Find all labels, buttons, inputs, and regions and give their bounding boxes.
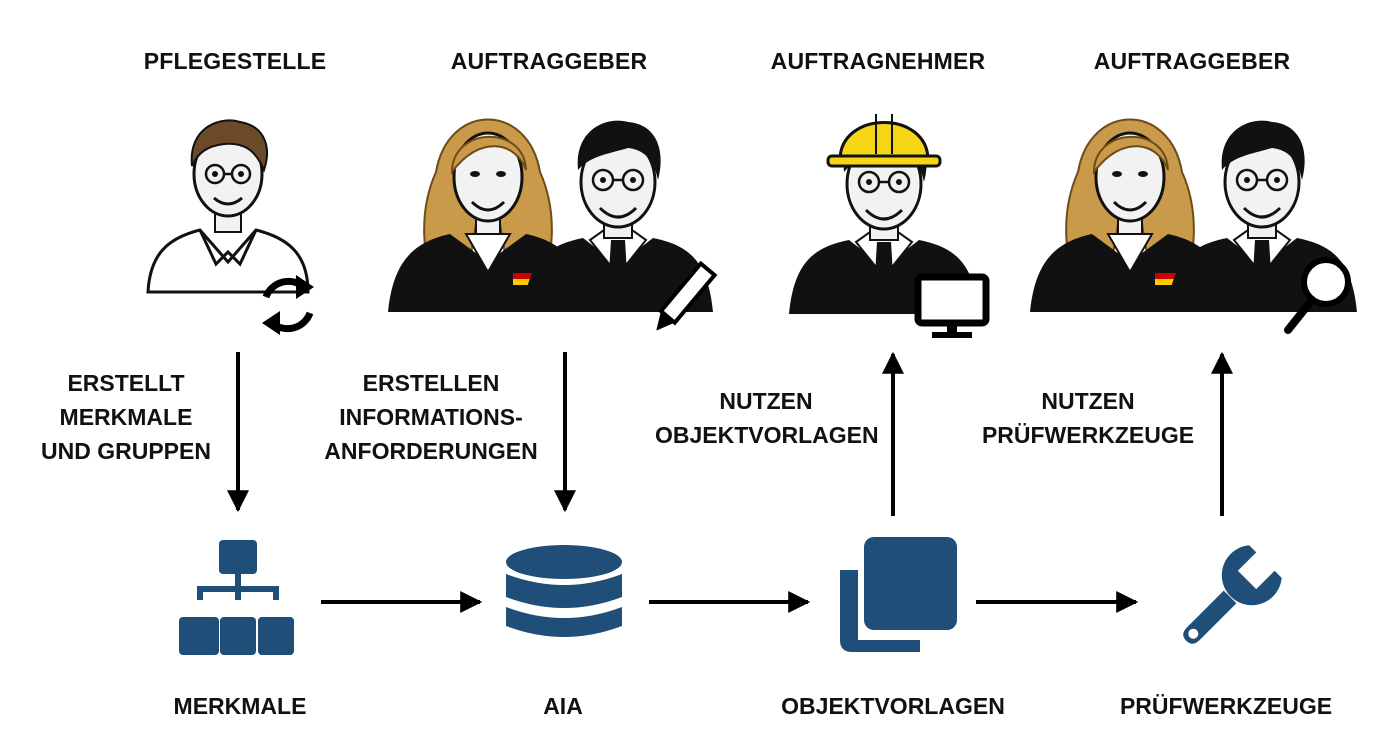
label-erstellt-merkmale: ERSTELLT MERKMALE UND GRUPPEN [26, 366, 226, 468]
database-icon [506, 545, 622, 637]
monitor-icon [914, 273, 990, 338]
person-pflegestelle [146, 119, 310, 294]
person-auftragnehmer [787, 114, 981, 316]
label-erstellen-anforderungen: ERSTELLEN INFORMATIONS- ANFORDERUNGEN [312, 366, 550, 468]
role-auftraggeber-1: AUFTRAGGEBER [450, 48, 648, 74]
copy-icon [840, 537, 957, 652]
label-line: NUTZEN [719, 388, 813, 414]
label-line: UND GRUPPEN [41, 438, 211, 464]
label-line: ANFORDERUNGEN [324, 438, 538, 464]
node-label-objektvorlagen: OBJEKTVORLAGEN [781, 693, 1005, 719]
label-line: NUTZEN [1041, 388, 1135, 414]
node-label-merkmale: MERKMALE [173, 693, 307, 719]
label-line: ERSTELLT [67, 370, 185, 396]
label-nutzen-pruefwerkzeuge: NUTZEN PRÜFWERKZEUGE [970, 384, 1206, 452]
hierarchy-icon [179, 540, 294, 655]
wrench-icon [1183, 545, 1282, 644]
label-nutzen-objektvorlagen: NUTZEN OBJEKTVORLAGEN [655, 384, 879, 452]
pen-icon [656, 260, 718, 331]
node-label-aia: AIA [543, 693, 583, 719]
role-pflegestelle: PFLEGESTELLE [143, 48, 327, 74]
role-auftraggeber-2: AUFTRAGGEBER [1093, 48, 1291, 74]
refresh-icon [262, 275, 314, 335]
label-line: MERKMALE [59, 404, 193, 430]
label-line: PRÜFWERKZEUGE [981, 422, 1195, 448]
label-line: INFORMATIONS- [339, 404, 523, 430]
role-auftragnehmer: AUFTRAGNEHMER [770, 48, 986, 74]
label-line: ERSTELLEN [362, 370, 500, 396]
node-label-pruefwerkzeuge: PRÜFWERKZEUGE [1119, 693, 1333, 719]
magnifier-icon [1284, 257, 1351, 334]
label-line: OBJEKTVORLAGEN [655, 422, 879, 448]
